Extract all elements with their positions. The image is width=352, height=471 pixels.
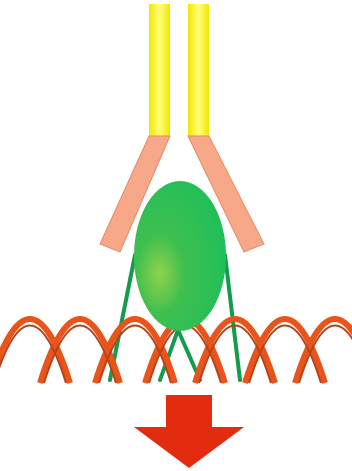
antigen-icon: [134, 181, 226, 331]
antibody-stem-left: [149, 4, 170, 136]
antibody-stem-right: [188, 4, 209, 136]
down-arrow-icon: [134, 395, 244, 468]
